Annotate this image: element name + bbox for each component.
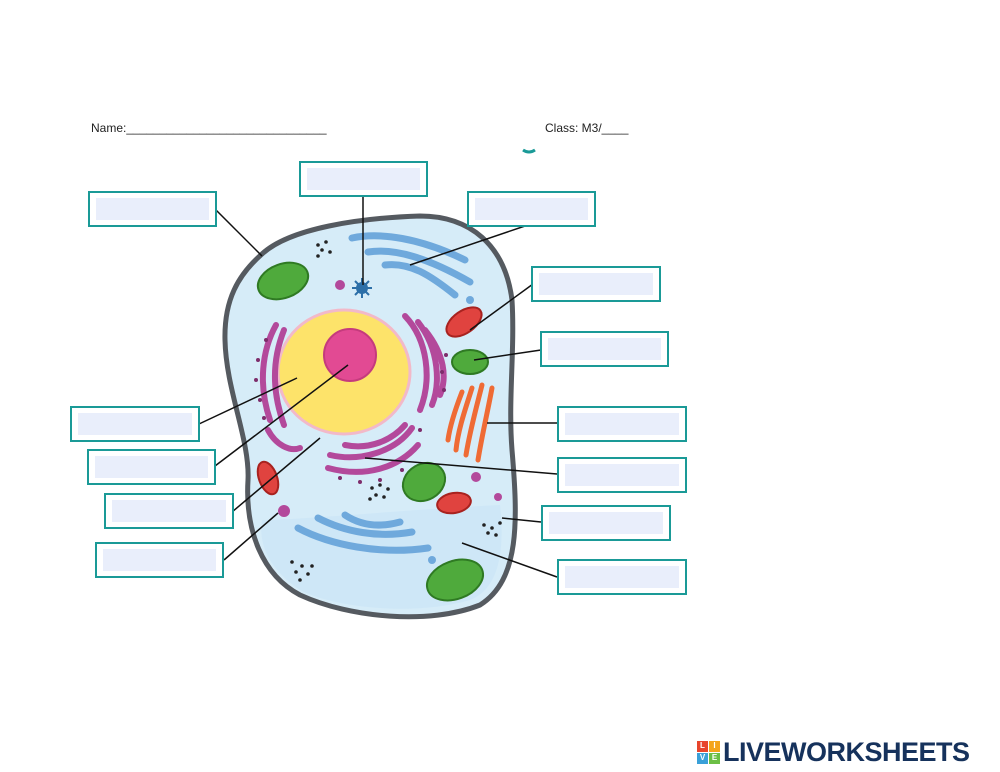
mitochondrion-lower — [436, 491, 472, 515]
logo-block: E — [709, 752, 720, 764]
vesicle — [428, 556, 436, 564]
answer-box-rough-er[interactable] — [70, 406, 200, 442]
logo-block: V — [697, 752, 708, 764]
answer-box-mitochondrion[interactable] — [531, 266, 661, 302]
nucleolus — [323, 328, 377, 382]
logo-blocks-icon: L I V E — [697, 740, 720, 764]
ribosome-cluster-bottom — [290, 560, 314, 582]
answer-box-golgi-top[interactable] — [467, 191, 596, 227]
centrosome — [352, 278, 372, 298]
answer-input[interactable] — [78, 413, 192, 435]
ribosomes-bottom — [338, 353, 448, 484]
answer-input[interactable] — [112, 500, 226, 522]
rough-er-bottom — [325, 422, 421, 475]
rough-er-right — [402, 313, 447, 413]
answer-box-lysosome[interactable] — [95, 542, 224, 578]
lysosome-mid — [471, 472, 481, 482]
answer-box-centrosome[interactable] — [299, 161, 428, 197]
logo-wordmark: LIVEWORKSHEETS — [723, 736, 970, 767]
answer-input[interactable] — [539, 273, 653, 295]
answer-box-er-bottom[interactable] — [557, 457, 687, 493]
vesicle — [466, 296, 474, 304]
ribosome-cluster-middle — [368, 483, 390, 501]
logo-block: I — [709, 740, 720, 752]
green-organelle-right — [451, 349, 489, 375]
liveworksheets-logo: L I V E LIVEWORKSHEETS — [697, 737, 970, 767]
logo-block: L — [697, 740, 708, 752]
answer-input[interactable] — [548, 338, 661, 360]
answer-input[interactable] — [96, 198, 209, 220]
answer-input[interactable] — [307, 168, 420, 190]
answer-box-green-organelle[interactable] — [540, 331, 669, 367]
answer-box-smooth-er[interactable] — [557, 406, 687, 442]
answer-box-ribosomes[interactable] — [541, 505, 671, 541]
answer-box-cell-membrane[interactable] — [88, 191, 217, 227]
green-organelle-top — [256, 261, 310, 301]
golgi-bottom — [294, 511, 432, 554]
answer-input[interactable] — [549, 512, 663, 534]
answer-input[interactable] — [565, 464, 679, 486]
lysosome-top — [335, 280, 345, 290]
answer-input[interactable] — [565, 566, 679, 588]
lysosome-right — [494, 493, 502, 501]
decorative-mark — [522, 148, 536, 154]
leader-lines — [198, 197, 558, 578]
answer-input[interactable] — [103, 549, 216, 571]
answer-box-nucleus[interactable] — [104, 493, 234, 529]
answer-input[interactable] — [475, 198, 588, 220]
answer-input[interactable] — [95, 456, 208, 478]
answer-input[interactable] — [565, 413, 679, 435]
name-label: Name:______________________________ — [91, 121, 327, 135]
green-organelle-middle — [401, 461, 447, 503]
answer-box-nucleolus[interactable] — [87, 449, 216, 485]
class-label: Class: M3/____ — [545, 121, 629, 135]
ribosome-cluster-top — [316, 240, 332, 258]
golgi-top — [348, 232, 474, 299]
ribosomes-left — [254, 338, 268, 420]
ribosome-cluster-right — [482, 521, 502, 537]
lysosome-left — [278, 505, 290, 517]
green-organelle-bottom — [425, 558, 485, 602]
mitochondrion-top-right — [445, 306, 483, 338]
smooth-er — [445, 382, 495, 463]
answer-box-cytoplasm[interactable] — [557, 559, 687, 595]
